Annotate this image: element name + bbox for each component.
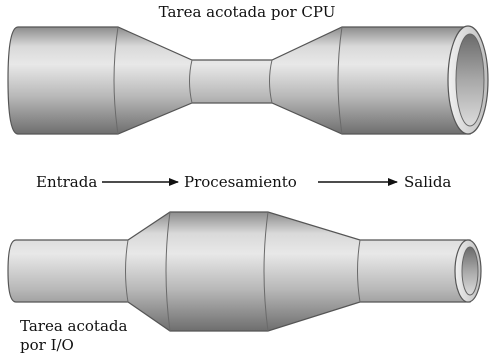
io-seam-3 [263, 211, 269, 332]
io-seam-2 [165, 211, 171, 332]
io-bound-caption-line2: por I/O [20, 336, 74, 354]
io-seam-1 [125, 239, 129, 303]
io-bound-caption-line1: Tarea acotada [20, 317, 127, 335]
cpu-bound-caption: Tarea acotada por CPU [159, 3, 336, 21]
io-bound-pipe [7, 211, 482, 332]
flow-input-label: Entrada [36, 173, 97, 191]
io-pipe-body [7, 211, 471, 332]
cpu-pipe-body [7, 26, 471, 135]
flow-process-label: Procesamiento [184, 173, 297, 191]
io-seam-4 [357, 239, 361, 303]
cpu-seam-3 [269, 59, 273, 104]
flow-output-label: Salida [404, 173, 451, 191]
cpu-seam-4 [337, 26, 343, 135]
cpu-seam-2 [189, 59, 193, 104]
flow-row: Entrada Procesamiento Salida [36, 173, 451, 191]
io-pipe-opening [461, 246, 479, 296]
cpu-seam-1 [113, 26, 119, 135]
cpu-bound-pipe [7, 25, 489, 135]
cpu-pipe-opening [455, 33, 485, 127]
